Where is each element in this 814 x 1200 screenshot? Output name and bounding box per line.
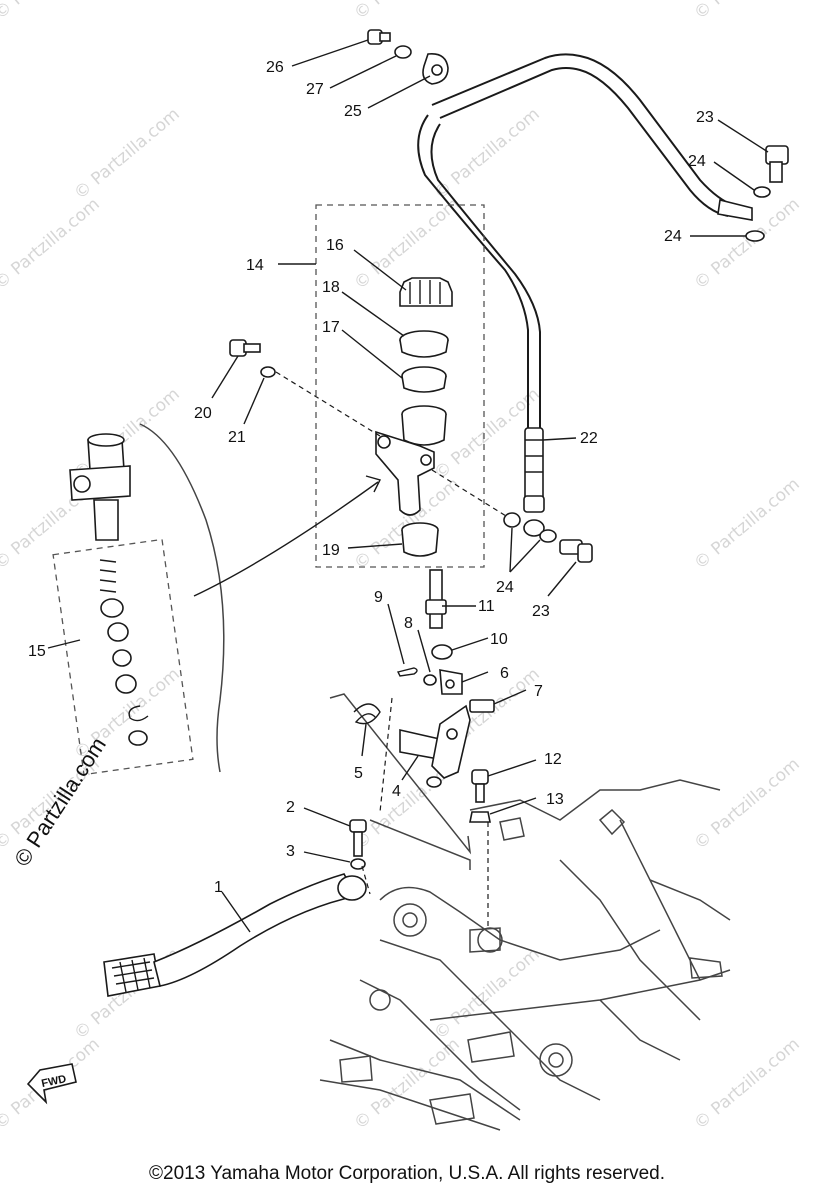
callout-26: 26 (266, 59, 284, 76)
callout-24-a: 24 (688, 153, 706, 170)
callout-13: 13 (546, 791, 564, 808)
watermark-text: © Partzilla.com (430, 104, 543, 204)
watermark-text: © Partzilla.com (70, 104, 183, 204)
watermark-text: © Partzilla.com (430, 944, 543, 1044)
callout-17: 17 (322, 319, 340, 336)
union-bolt-top (717, 145, 789, 242)
callout-7: 7 (534, 683, 543, 700)
callout-23-lower: 23 (532, 603, 550, 620)
watermark-text: © Partzilla.com (690, 754, 803, 854)
push-rod-linkage (396, 569, 495, 713)
callout-numbers: 26 27 25 23 24 24 14 16 18 17 20 21 22 1… (28, 59, 714, 896)
master-cylinder (375, 277, 453, 557)
watermark-text: © Partzilla.com (350, 194, 463, 294)
callout-18: 18 (322, 279, 340, 296)
watermark-text: © Partzilla.com (690, 1034, 803, 1134)
watermark-text: © Partzilla.com (0, 0, 104, 24)
callout-8: 8 (404, 615, 413, 632)
callout-23-top: 23 (696, 109, 714, 126)
leader-lines (47, 39, 769, 933)
callout-20: 20 (194, 405, 212, 422)
callout-24-b: 24 (664, 228, 682, 245)
callout-27: 27 (306, 81, 324, 98)
callout-3: 3 (286, 843, 295, 860)
brake-pedal (103, 873, 367, 997)
side-watermark: © Partzilla.com (9, 733, 111, 871)
callout-22: 22 (580, 430, 598, 447)
mounting-bolt-20 (229, 339, 381, 437)
callout-10: 10 (490, 631, 508, 648)
shaft-assembly (353, 703, 471, 788)
callout-6: 6 (500, 665, 509, 682)
callout-16: 16 (326, 237, 344, 254)
callout-2: 2 (286, 799, 295, 816)
fwd-label: FWD (40, 1073, 67, 1090)
callout-14: 14 (246, 257, 264, 274)
inset-assembly-15 (52, 423, 382, 776)
watermark-text: © Partzilla.com (0, 194, 104, 294)
callout-5: 5 (354, 765, 363, 782)
callout-12: 12 (544, 751, 562, 768)
copyright-notice: ©2013 Yamaha Motor Corporation, U.S.A. A… (149, 1163, 665, 1184)
callout-1: 1 (214, 879, 223, 896)
hose-bracket-parts (367, 29, 449, 85)
callout-24-c: 24 (496, 579, 514, 596)
watermark-text: © Partzilla.com (690, 474, 803, 574)
brake-hose (417, 53, 736, 513)
watermark-text: © Partzilla.com (350, 1034, 463, 1134)
fwd-arrow: FWD (26, 1063, 77, 1105)
callout-15: 15 (28, 643, 46, 660)
watermark-text: © Partzilla.com (350, 0, 463, 24)
callout-9: 9 (374, 589, 383, 606)
motorcycle-frame (319, 697, 731, 1131)
callout-4: 4 (392, 783, 401, 800)
watermark-text: © Partzilla.com (690, 0, 803, 24)
union-bolt-lower (431, 469, 593, 563)
callout-11: 11 (478, 598, 495, 615)
callout-21: 21 (228, 429, 246, 446)
callout-25: 25 (344, 103, 362, 120)
callout-19: 19 (322, 542, 340, 559)
